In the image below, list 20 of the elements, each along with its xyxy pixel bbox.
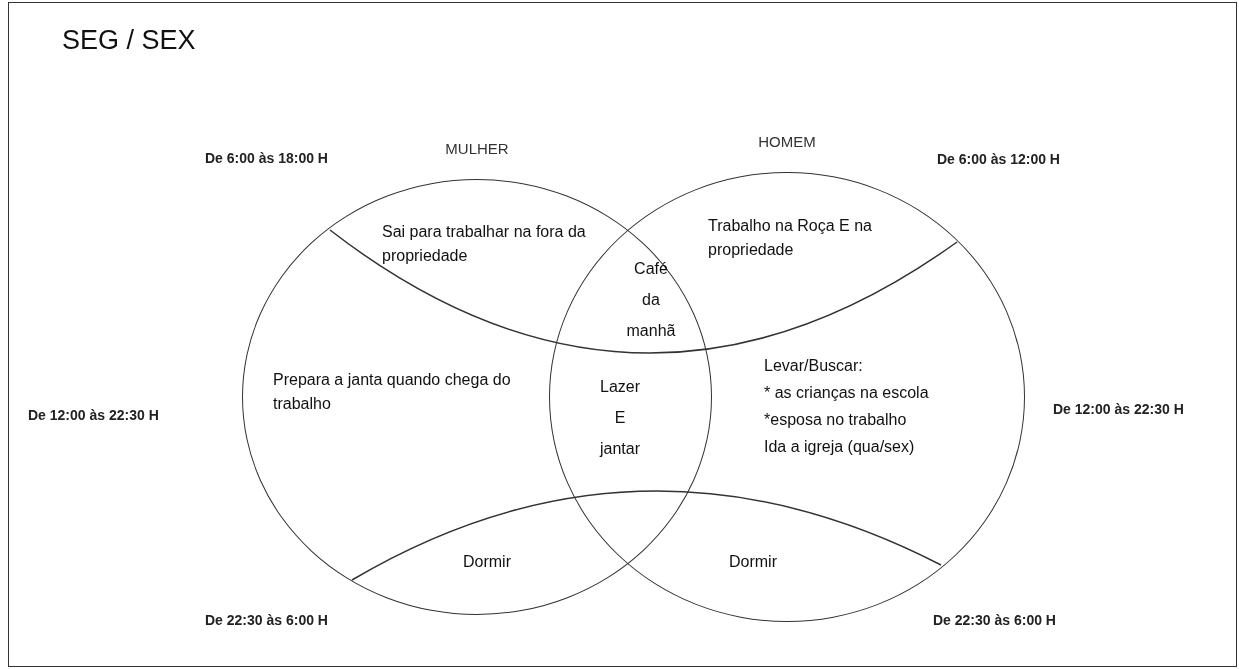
time-range-label: De 12:00 às 22:30 H xyxy=(1053,400,1184,419)
time-range-label: De 12:00 às 22:30 H xyxy=(28,406,159,425)
set-heading: HOMEM xyxy=(758,132,816,152)
time-range-label: De 22:30 às 6:00 H xyxy=(205,611,328,630)
title: SEG / SEX xyxy=(62,24,196,57)
region-label: Café da manhã xyxy=(625,259,677,341)
time-range-label: De 6:00 às 18:00 H xyxy=(205,149,328,168)
region-label: Levar/Buscar: xyxy=(764,356,863,376)
region-label: Dormir xyxy=(463,552,511,572)
set-heading: MULHER xyxy=(445,139,509,159)
time-range-label: De 6:00 às 12:00 H xyxy=(937,150,1060,169)
region-label: Trabalho na Roça E na propriedade xyxy=(708,216,873,260)
time-range-label: De 22:30 às 6:00 H xyxy=(933,611,1056,630)
region-label: * as crianças na escola xyxy=(764,383,929,403)
region-label: Dormir xyxy=(729,552,777,572)
region-label: Lazer E jantar xyxy=(598,377,641,459)
region-label: *esposa no trabalho xyxy=(764,410,907,430)
region-label: Ida a igreja (qua/sex) xyxy=(764,437,915,457)
region-label: Prepara a janta quando chega do trabalho xyxy=(273,370,512,414)
region-label: Sai para trabalhar na fora da propriedade xyxy=(382,222,587,266)
